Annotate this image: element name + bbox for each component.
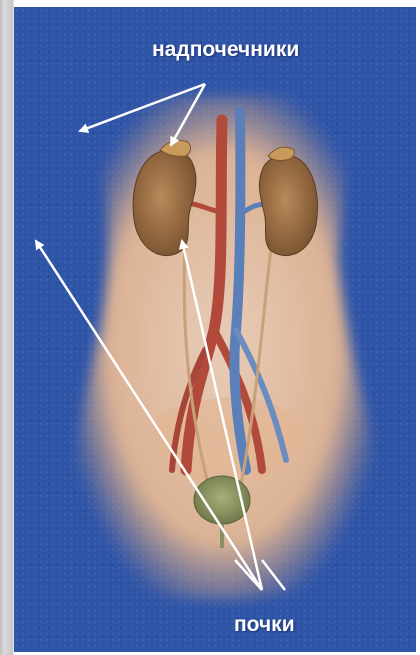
kidney-left: [133, 150, 196, 256]
kidneys-label: почки: [234, 613, 295, 637]
adrenal-label: надпочечники: [152, 38, 299, 62]
kidney-right: [259, 155, 317, 256]
